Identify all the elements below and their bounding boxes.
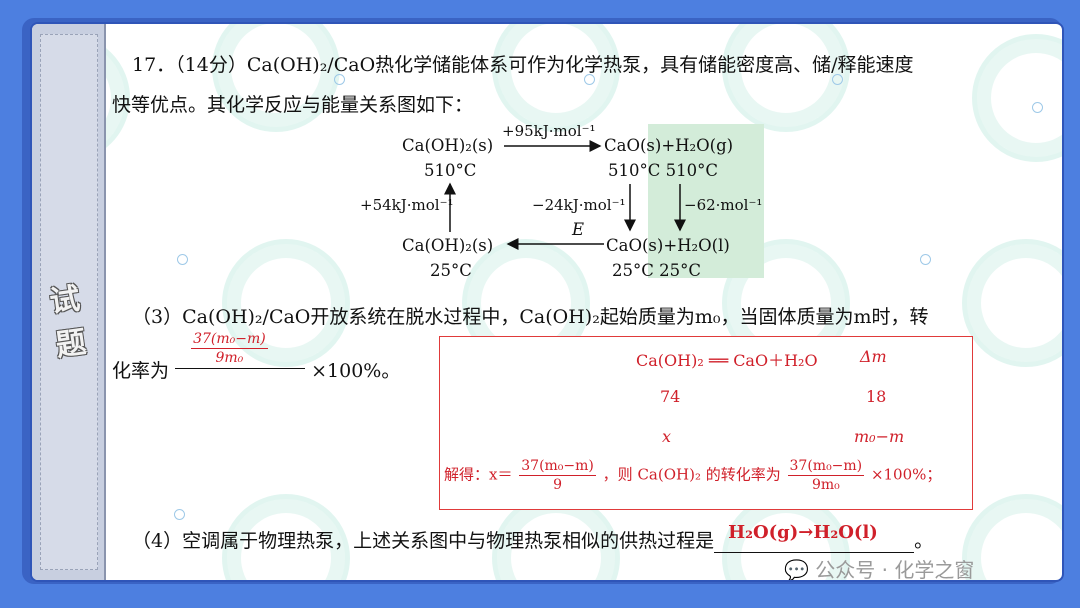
question-17-line1: 17．（14分）Ca(OH)₂/CaO热化学储能体系可作为化学热泵，具有储能密度… (132, 54, 914, 76)
question-3-line2: 化率为 37(m₀−m) 9m₀ ×100%。 (112, 330, 400, 382)
solution-74: 74 (660, 387, 681, 406)
watermark-seal (722, 24, 850, 132)
question-4-suffix: 。 (914, 530, 934, 552)
question-4: （4）空调属于物理热泵，上述关系图中与物理热泵相似的供热过程是 H₂O(g)→H… (132, 522, 934, 553)
solution-prefix: 解得：x＝ (444, 465, 513, 484)
diagram-mid-arrow-label: −24kJ·mol⁻¹ (532, 196, 626, 214)
watermark-seal (492, 24, 620, 132)
decor-dot (174, 509, 185, 520)
diagram-top-left: Ca(OH)₂(s) (402, 136, 494, 155)
decor-dot (1032, 102, 1043, 113)
decor-dot (584, 74, 595, 85)
wechat-watermark: 💬 公众号 · 化学之窗 (784, 554, 975, 582)
side-panel-inner (40, 34, 98, 570)
question-3-answer-fraction: 37(m₀−m) 9m₀ (191, 330, 268, 367)
solution-fraction-2: 37(m₀−m) 9m₀ (787, 457, 865, 494)
decor-dot (832, 74, 843, 85)
diagram-top-arrow-label: +95kJ·mol⁻¹ (502, 122, 596, 140)
slide-card: 试题 17．（14分）Ca(OH)₂/CaO热化学储能体系可作为化学热泵，具有储… (30, 22, 1064, 582)
solution-delta: Δm (860, 347, 887, 366)
decor-dot (920, 254, 931, 265)
diagram-right-arrow-label: −62·mol⁻¹ (684, 196, 763, 214)
diagram-top-left-temp: 510°C (424, 161, 477, 180)
diagram-bottom-right: CaO(s)+H₂O(l) (606, 236, 730, 255)
watermark-seal (222, 239, 350, 367)
solution-mid: ，则 Ca(OH)₂ 的转化率为 (602, 465, 781, 484)
decor-dot (334, 74, 345, 85)
diagram-top-right-temp: 510°C 510°C (608, 161, 718, 180)
question-3-answer-blank: 37(m₀−m) 9m₀ (175, 330, 306, 369)
diagram-bottom-left-temp: 25°C (430, 261, 472, 280)
solution-fraction-2-den: 9m₀ (811, 477, 840, 493)
diagram-arrows (444, 140, 686, 250)
question-17-line2: 快等优点。其化学反应与能量关系图如下： (112, 94, 474, 116)
question-4-text: （4）空调属于物理热泵，上述关系图中与物理热泵相似的供热过程是 (132, 530, 715, 552)
solution-fraction-1: 37(m₀−m) 9 (519, 457, 596, 494)
watermark-seal (962, 494, 1062, 580)
solution-box: Ca(OH)₂ ══ CaO＋H₂O Δm 74 18 x m₀−m 解得：x＝… (439, 336, 973, 510)
question-3-line1: （3）Ca(OH)₂/CaO开放系统在脱水过程中，Ca(OH)₂起始质量为m₀，… (132, 306, 929, 328)
solution-fraction-1-den: 9 (553, 477, 563, 493)
solution-diff: m₀−m (854, 427, 905, 446)
diagram-left-arrow-label: +54kJ·mol⁻¹ (360, 196, 454, 214)
diagram-top-right: CaO(s)+H₂O(g) (604, 136, 734, 155)
solution-18: 18 (866, 387, 887, 406)
diagram-bottom-right-temp: 25°C 25°C (612, 261, 701, 280)
solution-equation: Ca(OH)₂ ══ CaO＋H₂O (636, 351, 818, 370)
decor-dot (177, 254, 188, 265)
answer-numerator: 37(m₀−m) (191, 331, 268, 349)
wechat-label: 公众号 · 化学之窗 (815, 558, 975, 582)
diagram-highlight (648, 124, 764, 278)
answer-denominator: 9m₀ (215, 350, 244, 366)
question-3-suffix: ×100%。 (311, 360, 401, 382)
question-3-prefix: 化率为 (112, 360, 170, 382)
solution-x: x (662, 427, 672, 446)
diagram-bottom-arrow-label: E (572, 220, 585, 239)
question-4-answer-blank: H₂O(g)→H₂O(l) (714, 522, 915, 553)
solution-suffix: ×100%； (870, 465, 942, 484)
solution-line: 解得：x＝ 37(m₀−m) 9 ，则 Ca(OH)₂ 的转化率为 37(m₀−… (444, 457, 941, 494)
wechat-icon: 💬 (784, 558, 809, 582)
content-area: 17．（14分）Ca(OH)₂/CaO热化学储能体系可作为化学热泵，具有储能密度… (112, 24, 1062, 580)
question-4-answer: H₂O(g)→H₂O(l) (728, 522, 878, 543)
watermark-seal (962, 239, 1062, 367)
solution-fraction-2-num: 37(m₀−m) (787, 458, 865, 476)
solution-fraction-1-num: 37(m₀−m) (519, 458, 596, 476)
side-panel: 试题 (32, 24, 106, 580)
diagram-bottom-left: Ca(OH)₂(s) (402, 236, 494, 255)
